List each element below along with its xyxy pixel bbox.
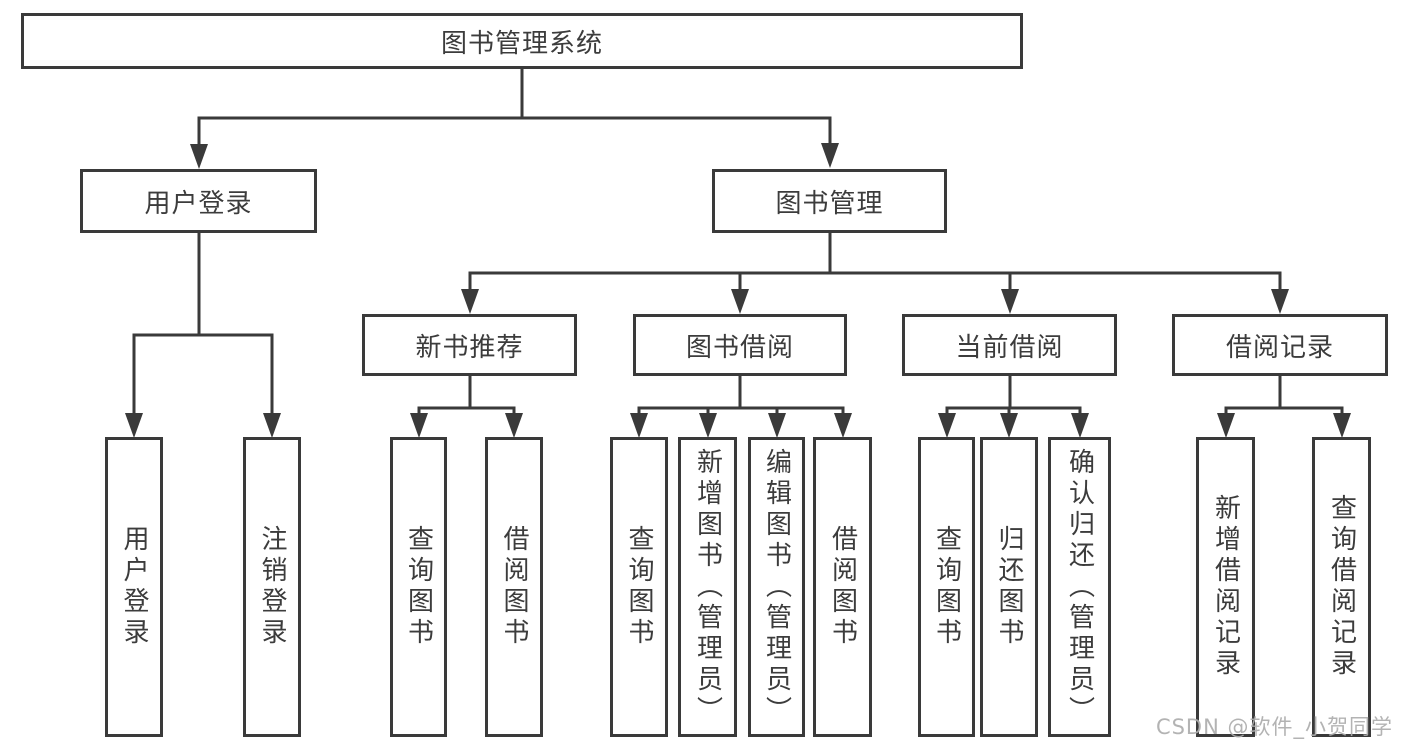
leaf-add-books-admin: 新增图书（管理员）: [678, 437, 737, 737]
node-new-book-recommend: 新书推荐: [362, 314, 577, 376]
leaf-query-books-borrow-label: 查询图书: [624, 525, 654, 649]
leaf-return-books-label: 归还图书: [994, 525, 1024, 649]
leaf-query-borrow-record: 查询借阅记录: [1312, 437, 1371, 737]
leaf-query-books-current: 查询图书: [918, 437, 975, 737]
node-root-system: 图书管理系统: [21, 13, 1023, 69]
node-current-borrow-label: 当前借阅: [955, 332, 1064, 363]
leaf-borrow-books-label: 借阅图书: [827, 525, 858, 649]
leaf-query-books-recommend-label: 查询图书: [403, 525, 434, 649]
node-book-management-label: 图书管理: [775, 188, 884, 219]
node-user-login: 用户登录: [80, 169, 317, 233]
leaf-add-borrow-record-label: 新增借阅记录: [1210, 494, 1241, 680]
leaf-user-login-label: 用户登录: [119, 525, 149, 649]
leaf-borrow-books-recommend-label: 借阅图书: [499, 525, 529, 649]
node-borrow-records-label: 借阅记录: [1225, 332, 1334, 363]
leaf-query-books-current-label: 查询图书: [931, 525, 962, 649]
leaf-user-login: 用户登录: [105, 437, 163, 737]
node-book-borrow: 图书借阅: [633, 314, 847, 376]
leaf-borrow-books: 借阅图书: [813, 437, 872, 737]
csdn-watermark: CSDN @软件_小贺同学: [1155, 715, 1393, 739]
leaf-return-books: 归还图书: [980, 437, 1038, 737]
node-root-label: 图书管理系统: [440, 28, 603, 59]
leaf-add-borrow-record: 新增借阅记录: [1196, 437, 1255, 737]
leaf-query-books-recommend: 查询图书: [390, 437, 447, 737]
node-user-login-label: 用户登录: [144, 188, 253, 219]
leaf-add-books-admin-label: 新增图书（管理员）: [692, 447, 723, 727]
leaf-logout-label: 注销登录: [257, 525, 287, 649]
leaf-edit-books-admin-label: 编辑图书（管理员）: [761, 447, 792, 727]
leaf-confirm-return-admin-label: 确认归还（管理员）: [1064, 447, 1095, 727]
node-book-borrow-label: 图书借阅: [685, 332, 794, 363]
leaf-edit-books-admin: 编辑图书（管理员）: [748, 437, 805, 737]
leaf-confirm-return-admin: 确认归还（管理员）: [1048, 437, 1111, 737]
leaf-query-books-borrow: 查询图书: [610, 437, 668, 737]
leaf-borrow-books-recommend: 借阅图书: [485, 437, 543, 737]
node-current-borrow: 当前借阅: [902, 314, 1117, 376]
leaf-query-borrow-record-label: 查询借阅记录: [1326, 494, 1357, 680]
node-borrow-records: 借阅记录: [1172, 314, 1388, 376]
leaf-logout: 注销登录: [243, 437, 301, 737]
node-new-book-recommend-label: 新书推荐: [415, 332, 524, 363]
node-book-management: 图书管理: [712, 169, 947, 233]
